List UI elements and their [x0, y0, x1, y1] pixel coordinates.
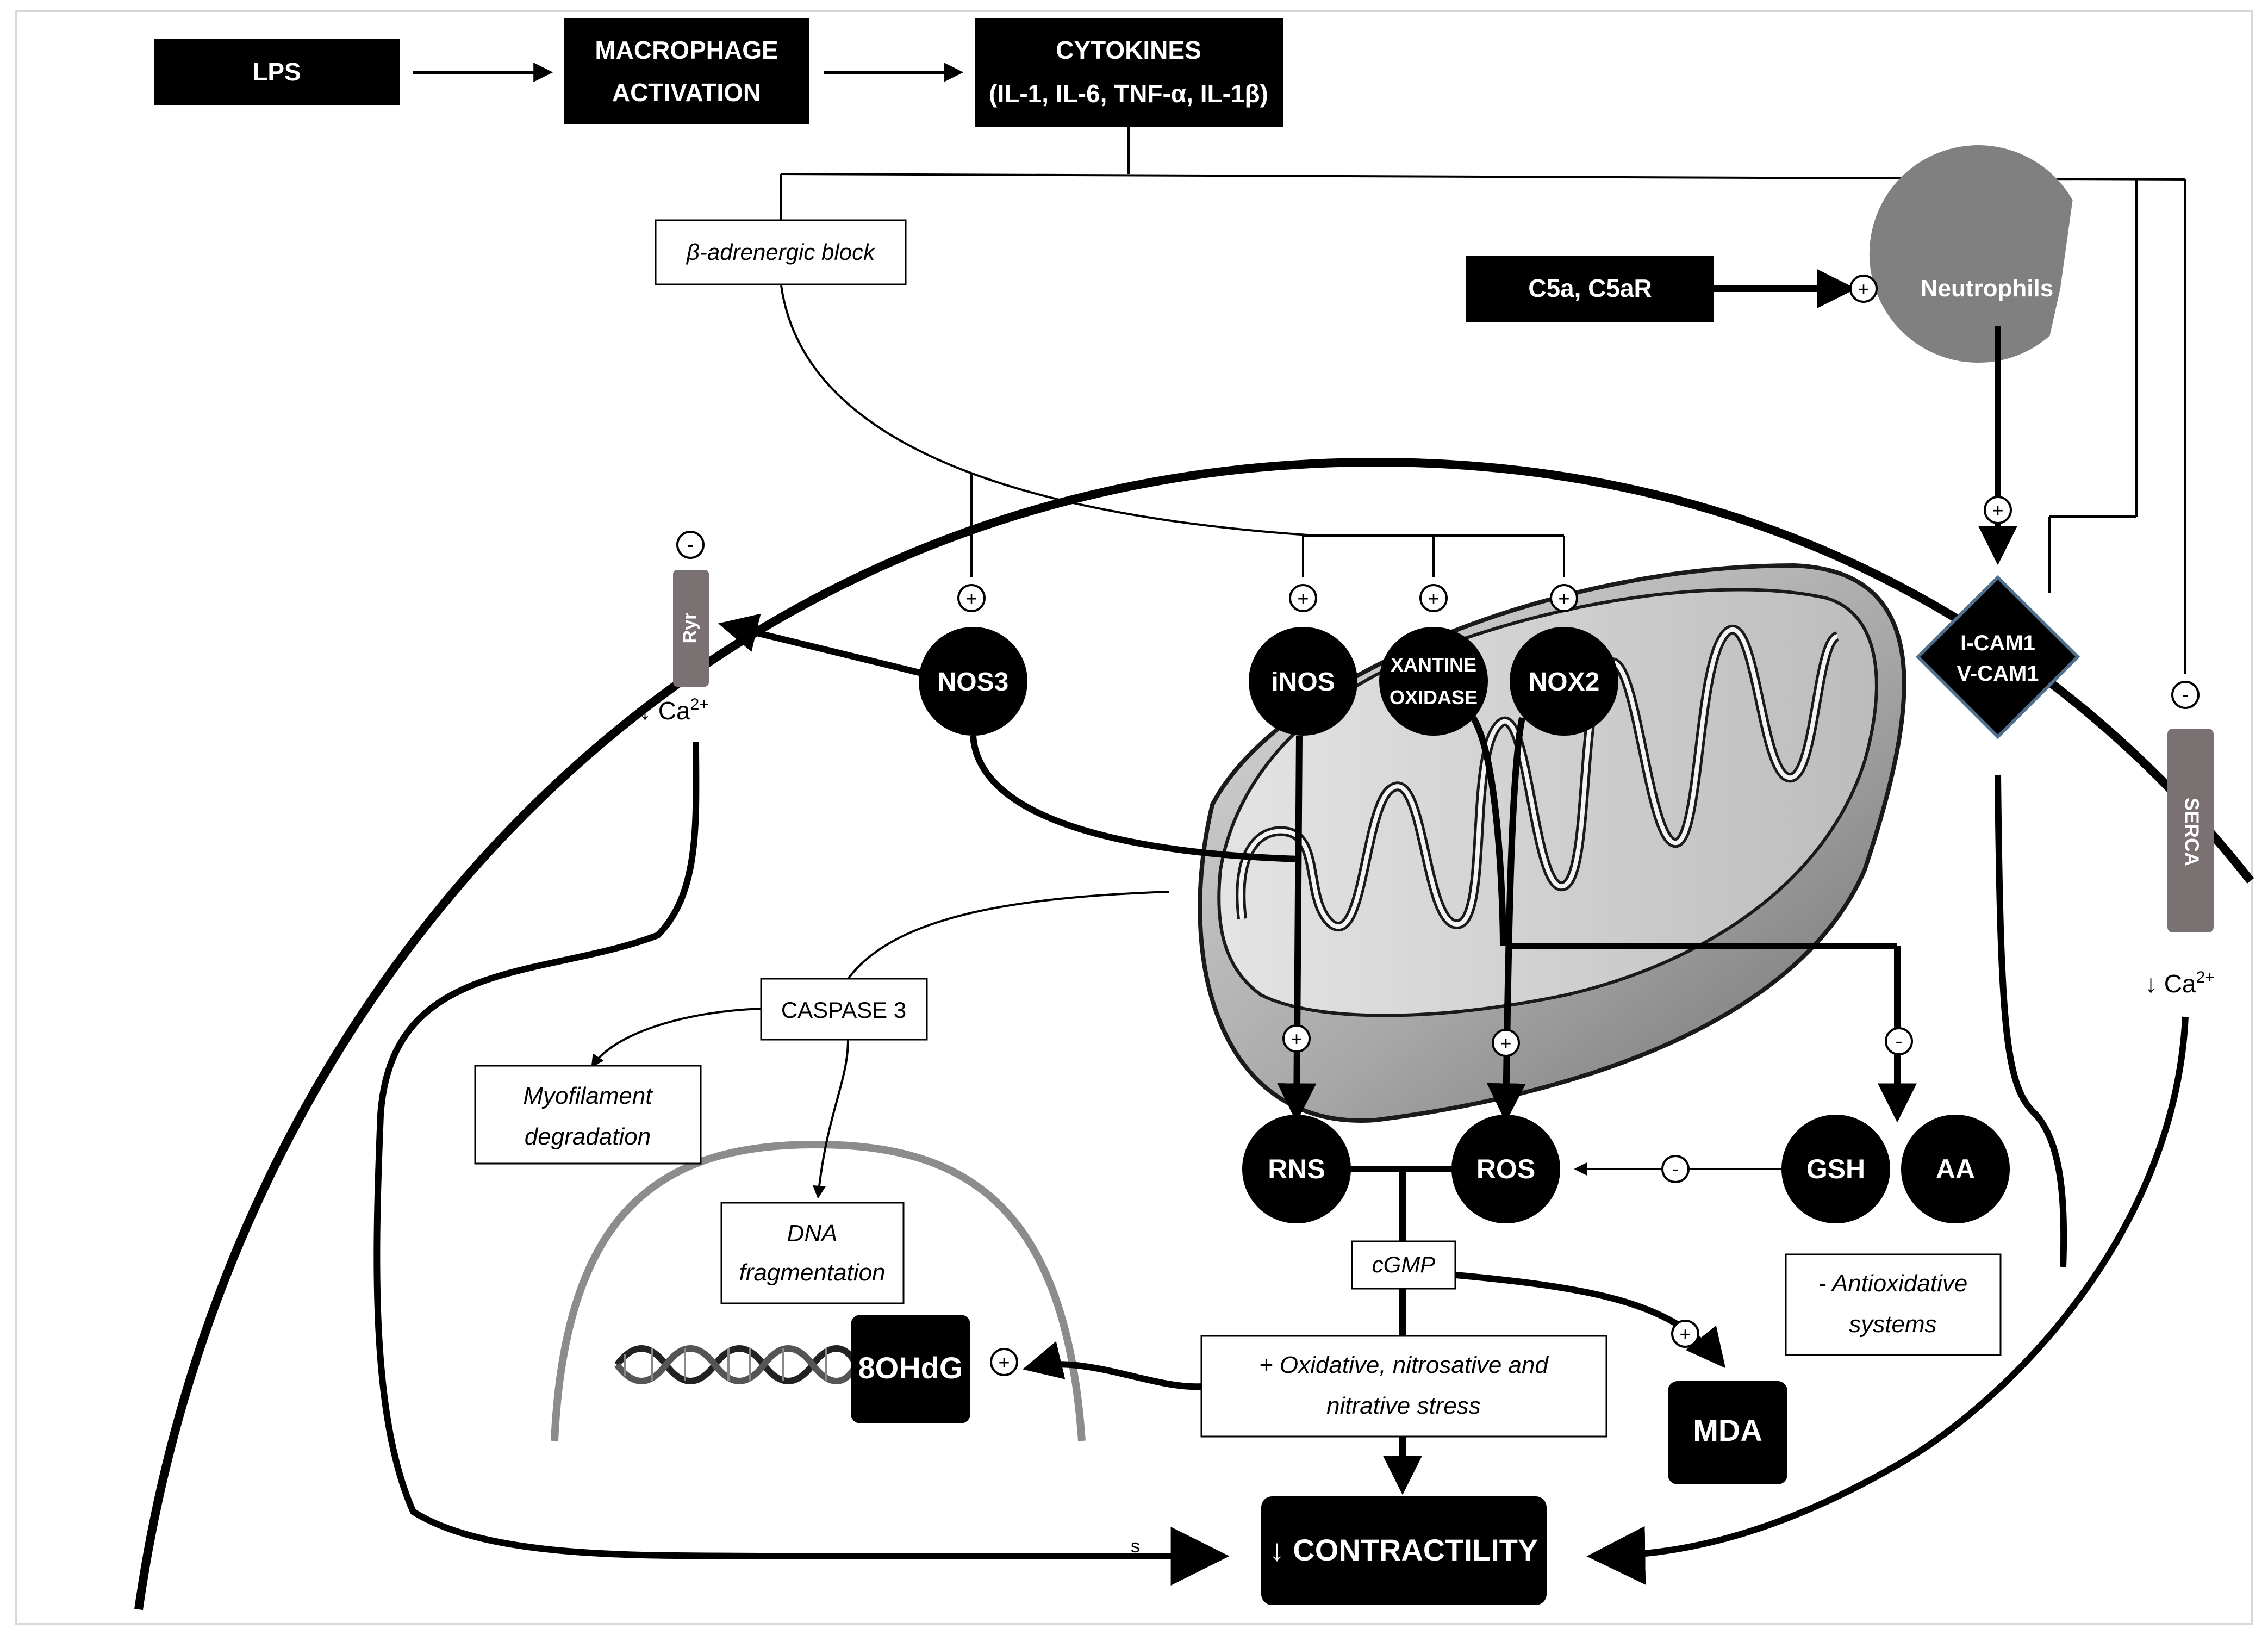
macrophage-label-1: MACROPHAGE [595, 36, 778, 64]
svg-text:+: + [1858, 278, 1869, 300]
cell-membrane [134, 457, 2254, 1611]
ryr-label: Ryr [680, 613, 700, 644]
caspase-box [760, 978, 928, 1041]
svg-text:-: - [687, 533, 694, 557]
myofilament-label-1: Myofilament [523, 1083, 653, 1109]
nox2-label: NOX2 [1529, 668, 1600, 697]
lps-box [154, 39, 400, 105]
inos-label: iNOS [1271, 668, 1335, 697]
svg-text:+: + [965, 587, 977, 610]
ryr-ca-label: ↓ Ca2+ [639, 695, 709, 725]
dna-fragmentation-label-1: DNA [787, 1220, 838, 1247]
macrophage-label-2: ACTIVATION [612, 78, 761, 107]
c5a-label: C5a, C5aR [1528, 274, 1652, 302]
svg-text:-: - [2182, 683, 2189, 707]
sign-plus-nox2: + [1550, 584, 1578, 612]
nucleus-envelope [551, 1140, 1086, 1441]
lps-label: LPS [252, 58, 301, 86]
sign-plus-ros: + [1492, 1029, 1520, 1057]
stress-box [1200, 1335, 1607, 1438]
cgmp-label: cGMP [1372, 1252, 1436, 1277]
dna-fragmentation-label-2: fragmentation [739, 1259, 885, 1286]
dna-helix-icon [614, 1345, 859, 1384]
svg-text:+: + [998, 1351, 1010, 1373]
sign-minus-antioxidant: - [1885, 1027, 1913, 1055]
svg-text:-: - [1895, 1029, 1902, 1053]
outer-frame [15, 10, 2253, 1625]
stress-label-1: + Oxidative, nitrosative and [1259, 1352, 1549, 1378]
stress-label-2: nitrative stress [1326, 1392, 1481, 1419]
svg-text:-: - [1672, 1157, 1679, 1181]
sign-plus-ohdg: + [990, 1348, 1018, 1376]
sign-plus-rns: + [1282, 1024, 1311, 1053]
beta-block-box [655, 219, 907, 285]
ros-label: ROS [1476, 1154, 1535, 1184]
adhesion-label-1: I-CAM1 [1960, 631, 2035, 655]
inos-circle [1249, 627, 1357, 736]
aa-label: AA [1936, 1154, 1975, 1184]
serca-label: SERCA [2180, 798, 2203, 866]
sign-minus-ryr: - [676, 531, 705, 559]
nox2-circle [1510, 627, 1618, 736]
myofilament-label-2: degradation [525, 1123, 651, 1150]
thick-pathways [373, 613, 2189, 1586]
neutrophil-pacman-icon [1869, 145, 2073, 363]
beta-block-label: β-adrenergic block [686, 239, 876, 265]
cgmp-box [1351, 1240, 1456, 1290]
antioxidative-box [1785, 1253, 2002, 1356]
adhesion-diamond [1915, 575, 2080, 739]
svg-text:+: + [1428, 587, 1439, 610]
xanthine-oxidase-label-2: OXIDASE [1390, 686, 1478, 708]
cytokines-box [975, 18, 1283, 127]
nos3-circle [919, 627, 1027, 736]
rns-circle [1242, 1115, 1351, 1223]
sign-plus-neutrophil: + [1984, 496, 2012, 524]
ryr-channel [673, 570, 709, 687]
ohdg-box [851, 1315, 970, 1423]
svg-text:+: + [1558, 587, 1569, 610]
svg-text:+: + [1679, 1323, 1691, 1345]
sign-plus-mda: + [1671, 1320, 1699, 1348]
cytokines-label-1: CYTOKINES [1056, 36, 1201, 64]
caspase-label: CASPASE 3 [781, 997, 906, 1023]
adhesion-label-2: V-CAM1 [1957, 662, 2039, 686]
dna-fragmentation-box [720, 1202, 905, 1304]
contractility-box [1261, 1496, 1547, 1605]
cytokines-label-2: (IL-1, IL-6, TNF-α, IL-1β) [989, 79, 1268, 108]
stray-glyph: s [1131, 1536, 1140, 1557]
myofilament-box [474, 1065, 702, 1165]
sign-minus-gsh: - [1661, 1155, 1690, 1183]
svg-text:+: + [1500, 1032, 1511, 1054]
antioxidative-label-2: systems [1849, 1311, 1936, 1338]
svg-text:+: + [1291, 1028, 1302, 1050]
rns-label: RNS [1268, 1154, 1325, 1184]
serca-ca-label: ↓ Ca2+ [2145, 968, 2215, 998]
gsh-circle [1781, 1115, 1890, 1223]
ros-circle [1451, 1115, 1560, 1223]
nos3-label: NOS3 [938, 668, 1009, 697]
neutrophils-label: Neutrophils [1921, 275, 2053, 302]
aa-circle [1901, 1115, 2010, 1223]
serca-channel [2167, 729, 2214, 932]
contractility-label: ↓ CONTRACTILITY [1269, 1533, 1538, 1567]
sign-plus-c5a: + [1849, 275, 1878, 303]
gsh-label: GSH [1806, 1154, 1865, 1184]
sign-minus-serca: - [2171, 681, 2200, 709]
sign-markers: + + + + + + - - + + - - + + [676, 275, 2200, 1376]
sign-plus-xo: + [1419, 584, 1448, 612]
svg-text:+: + [1992, 499, 2003, 521]
cytokine-connectors [780, 127, 2186, 674]
xanthine-oxidase-circle [1379, 627, 1488, 736]
sign-plus-nos3: + [957, 584, 986, 612]
ohdg-label: 8OHdG [858, 1351, 963, 1385]
svg-text:+: + [1297, 587, 1309, 610]
c5a-box [1466, 256, 1714, 322]
sign-plus-inos: + [1289, 584, 1317, 612]
xanthine-oxidase-label-1: XANTINE [1391, 654, 1476, 676]
mda-label: MDA [1693, 1413, 1762, 1447]
mda-box [1668, 1381, 1787, 1484]
macrophage-box [564, 18, 809, 124]
antioxidative-label-1: - Antioxidative [1818, 1270, 1968, 1297]
